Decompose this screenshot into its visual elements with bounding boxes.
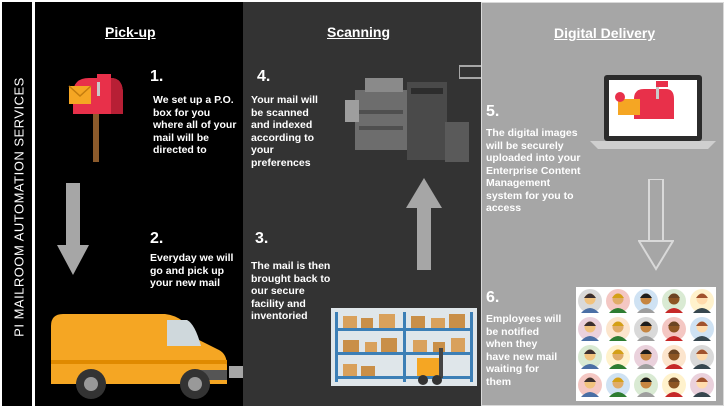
employee-avatar: [606, 317, 630, 341]
employee-avatar: [690, 373, 714, 397]
employee-avatar: [634, 345, 658, 369]
employee-avatar: [662, 345, 686, 369]
employee-avatar: [634, 373, 658, 397]
employee-avatar: [690, 289, 714, 313]
arrow-down-digital: [638, 179, 674, 271]
step-6-text: Employees will be notified when they hav…: [486, 313, 562, 388]
employee-avatar: [662, 373, 686, 397]
employee-avatar: [578, 289, 602, 313]
employee-avatar: [606, 289, 630, 313]
employee-avatar: [662, 289, 686, 313]
employee-avatar: [690, 317, 714, 341]
step-1-number: 1.: [150, 68, 164, 85]
arrow-up-scanning: [406, 178, 442, 270]
mailbox-icon: [68, 74, 123, 162]
warehouse-icon: [331, 308, 477, 386]
scanner-printer-icon: [345, 78, 469, 162]
employee-avatar: [606, 373, 630, 397]
sidebar: PI MAILROOM AUTOMATION SERVICES: [2, 2, 34, 406]
panel-scanning: Scanning 4. Your mail will be scanned an…: [243, 2, 529, 406]
step-2-text: Everyday we will go and pick up your new…: [150, 252, 234, 289]
step-3-text: The mail is then brought back to our sec…: [251, 260, 331, 322]
step-6-number: 6.: [486, 289, 500, 306]
employee-avatar: [690, 345, 714, 369]
step-5-text: The digital images will be securely uplo…: [486, 127, 581, 214]
panel-title-pickup: Pick-up: [105, 24, 156, 40]
panel-title-digital: Digital Delivery: [554, 25, 656, 41]
employee-avatar: [578, 317, 602, 341]
employee-avatar: [606, 345, 630, 369]
employee-avatar: [634, 289, 658, 313]
panel-digital-delivery: Digital Delivery 5. The digital images w…: [481, 2, 724, 406]
employee-avatar: [662, 317, 686, 341]
step-1-text: We set up a P.O. box for you where all o…: [153, 94, 237, 156]
step-4-number: 4.: [257, 68, 271, 85]
employee-avatars-icon: [576, 287, 716, 401]
laptop-mail-icon: [590, 75, 716, 149]
step-3-number: 3.: [255, 230, 269, 247]
employee-avatar: [578, 345, 602, 369]
employee-avatar: [578, 373, 602, 397]
step-2-number: 2.: [150, 230, 164, 247]
arrow-down-pickup: [57, 183, 89, 275]
panel-pickup: Pick-up 1. We set up a P.O. box for you …: [35, 2, 299, 406]
employee-avatar: [634, 317, 658, 341]
sidebar-label: PI MAILROOM AUTOMATION SERVICES: [11, 77, 27, 337]
step-5-number: 5.: [486, 103, 500, 120]
delivery-van-icon: [51, 314, 227, 399]
panel-title-scanning: Scanning: [327, 24, 391, 40]
step-4-text: Your mail will be scanned and indexed ac…: [251, 94, 318, 169]
